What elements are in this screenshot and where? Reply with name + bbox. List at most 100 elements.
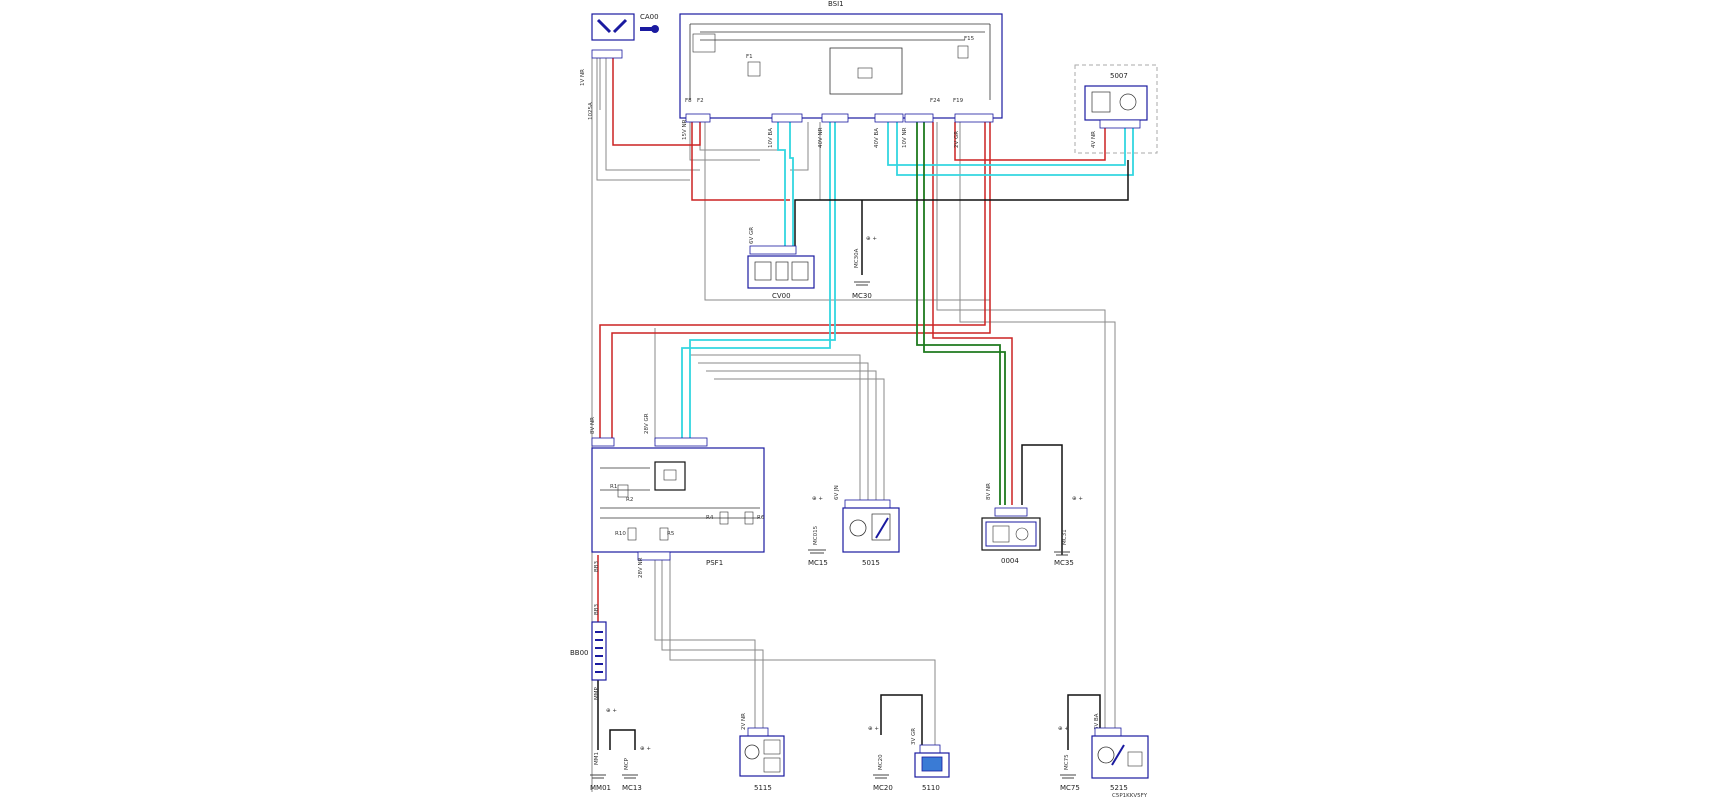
mc15-plus: ⊕ + — [812, 496, 823, 502]
module-5015-box — [842, 507, 900, 553]
psf1-bb-wire: BB3 — [594, 560, 600, 572]
mc13-wire: MCP — [624, 757, 630, 770]
module-5015: 6V JN 5015 — [834, 485, 900, 567]
washer-pump-icon — [921, 756, 943, 772]
psf1-conn-a: 8V NR — [590, 417, 596, 434]
bsi-conn-f: 2V GR — [954, 131, 960, 148]
psf1-conn-b: 28V GR — [644, 413, 650, 434]
mm01-wire: MM1 — [594, 752, 600, 765]
module-0004-label: 0004 — [1001, 557, 1019, 565]
mc35-plus: ⊕ + — [1072, 496, 1083, 502]
bsi1-module: BSI1 F1 F8 F2 F24 F19 F15 15V NR 10V BA … — [679, 0, 1003, 148]
module-5115-conn: 2V NR — [741, 713, 747, 730]
module-5007: 5007 4V NR — [1074, 64, 1158, 154]
psf-r2: R2 — [626, 497, 633, 503]
bb00-bot-wire: MMP — [594, 687, 600, 700]
motor-icon — [744, 744, 760, 760]
module-5015-conn: 6V JN — [834, 485, 840, 500]
black-wires — [597, 160, 1129, 750]
module-5015-label: 5015 — [862, 559, 880, 567]
ca00-switch: CA00 1V NR 1025A — [580, 13, 659, 120]
wiper-switch-icon — [754, 261, 772, 281]
mc20-plus: ⊕ + — [868, 726, 879, 732]
module-5115-label: 5115 — [754, 784, 772, 792]
module-5110-conn: 3V GR — [911, 728, 917, 745]
mm01-label: MM01 — [590, 784, 611, 792]
ca00-conn: 1V NR — [580, 69, 586, 86]
bsi-fuse-f24: F24 — [930, 98, 941, 104]
psf1-label: PSF1 — [706, 559, 723, 567]
bsi-conn-c: 40V NR — [818, 127, 824, 148]
ca00-box — [591, 13, 635, 41]
ca00-pin: 1025A — [588, 102, 594, 120]
mc30-ground: MC30A MC30 ⊕ + — [852, 236, 877, 300]
mc75-wire: MC75 — [1064, 754, 1070, 770]
module-0004: 8V NR 0004 — [981, 483, 1041, 565]
mc15-wire: MC015 — [813, 525, 819, 545]
psf-r1: R1 — [610, 484, 617, 490]
cyan-wires — [681, 122, 1134, 442]
display-icon — [992, 525, 1010, 543]
psf-r10: R10 — [615, 531, 626, 537]
module-5110-label: 5110 — [922, 784, 940, 792]
bsi-fuse-f8: F8 — [685, 98, 692, 104]
bb00-top-wire: BB3 — [594, 603, 600, 615]
module-5215-box — [1091, 735, 1149, 779]
mc75-label: MC75 — [1060, 784, 1080, 792]
psf1-ecu-icon — [654, 461, 686, 491]
wiper-motor-icon — [849, 519, 867, 537]
mc75-plus: ⊕ + — [1058, 726, 1069, 732]
mc30-label: MC30 — [852, 292, 872, 300]
mc13-plus: ⊕ + — [640, 746, 651, 752]
cv00-module: 6V GR CV00 — [747, 227, 815, 300]
key-icon — [651, 25, 659, 33]
mc30-plus: ⊕ + — [866, 236, 877, 242]
battery-icon — [591, 621, 607, 681]
psf1-conn-c: 28V NR — [638, 557, 644, 578]
cv00-box — [747, 255, 815, 289]
bsi-conn-b: 10V BA — [768, 128, 774, 148]
bsi-conn-d: 40V BA — [874, 128, 880, 148]
bsi1-label: BSI1 — [828, 0, 844, 8]
module-5215-label: 5215 — [1110, 784, 1128, 792]
mc35-ground: ⊕ + MC31 MC35 — [1054, 496, 1083, 567]
module-5215: 6V BA 5215 C5P1KKV5FY — [1091, 713, 1149, 799]
mm01-plus: ⊕ + — [606, 708, 617, 714]
module-5115: 2V NR 5115 — [739, 713, 785, 792]
module-5007-label: 5007 — [1110, 72, 1128, 80]
red-wires — [597, 58, 1106, 625]
mc20-label: MC20 — [873, 784, 893, 792]
mm01-ground: ⊕ + MM1 MM01 — [590, 708, 617, 792]
mc13-label: MC13 — [622, 784, 642, 792]
watermark: C5P1KKV5FY — [1112, 793, 1148, 799]
bsi-conn-e: 10V NR — [902, 127, 908, 148]
mc20-ground: ⊕ + MC20 MC20 — [868, 726, 893, 792]
mc35-label: MC35 — [1054, 559, 1074, 567]
module-5007-dashed — [1074, 64, 1158, 154]
gray-wires — [591, 58, 1116, 792]
bsi-conn-a: 15V NR — [682, 119, 688, 140]
cv00-label: CV00 — [772, 292, 791, 300]
ca00-label: CA00 — [640, 13, 659, 21]
bb00-label: BB00 — [570, 649, 589, 657]
bsi-fuse-f15: F15 — [964, 36, 975, 42]
bsi-fuse-f1: F1 — [746, 54, 753, 60]
cv00-conn: 6V GR — [749, 227, 755, 244]
module-5007-box — [1084, 85, 1148, 121]
mc13-ground: ⊕ + MCP MC13 — [622, 746, 651, 792]
bsi-fuse-f19: F19 — [953, 98, 964, 104]
module-5110: 3V GR 5110 — [911, 728, 950, 792]
module-5007-conn: 4V NR — [1091, 131, 1097, 148]
rear-wiper-motor-icon — [1097, 746, 1115, 764]
mc30-wire: MC30A — [854, 248, 860, 268]
psf1-module: 8V NR 28V GR R1 R4 R5 R6 R10 R2 28V NR P… — [590, 413, 765, 578]
mc15-label: MC15 — [808, 559, 828, 567]
module-0004-box — [981, 517, 1041, 551]
module-5215-conn: 6V BA — [1094, 713, 1100, 730]
mc20-wire: MC20 — [878, 754, 884, 770]
psf-r5: R5 — [667, 531, 675, 537]
bsi-fuse-f2: F2 — [697, 98, 704, 104]
mc15-ground: ⊕ + MC015 MC15 — [808, 496, 828, 567]
sun-sensor-icon — [1119, 93, 1137, 111]
